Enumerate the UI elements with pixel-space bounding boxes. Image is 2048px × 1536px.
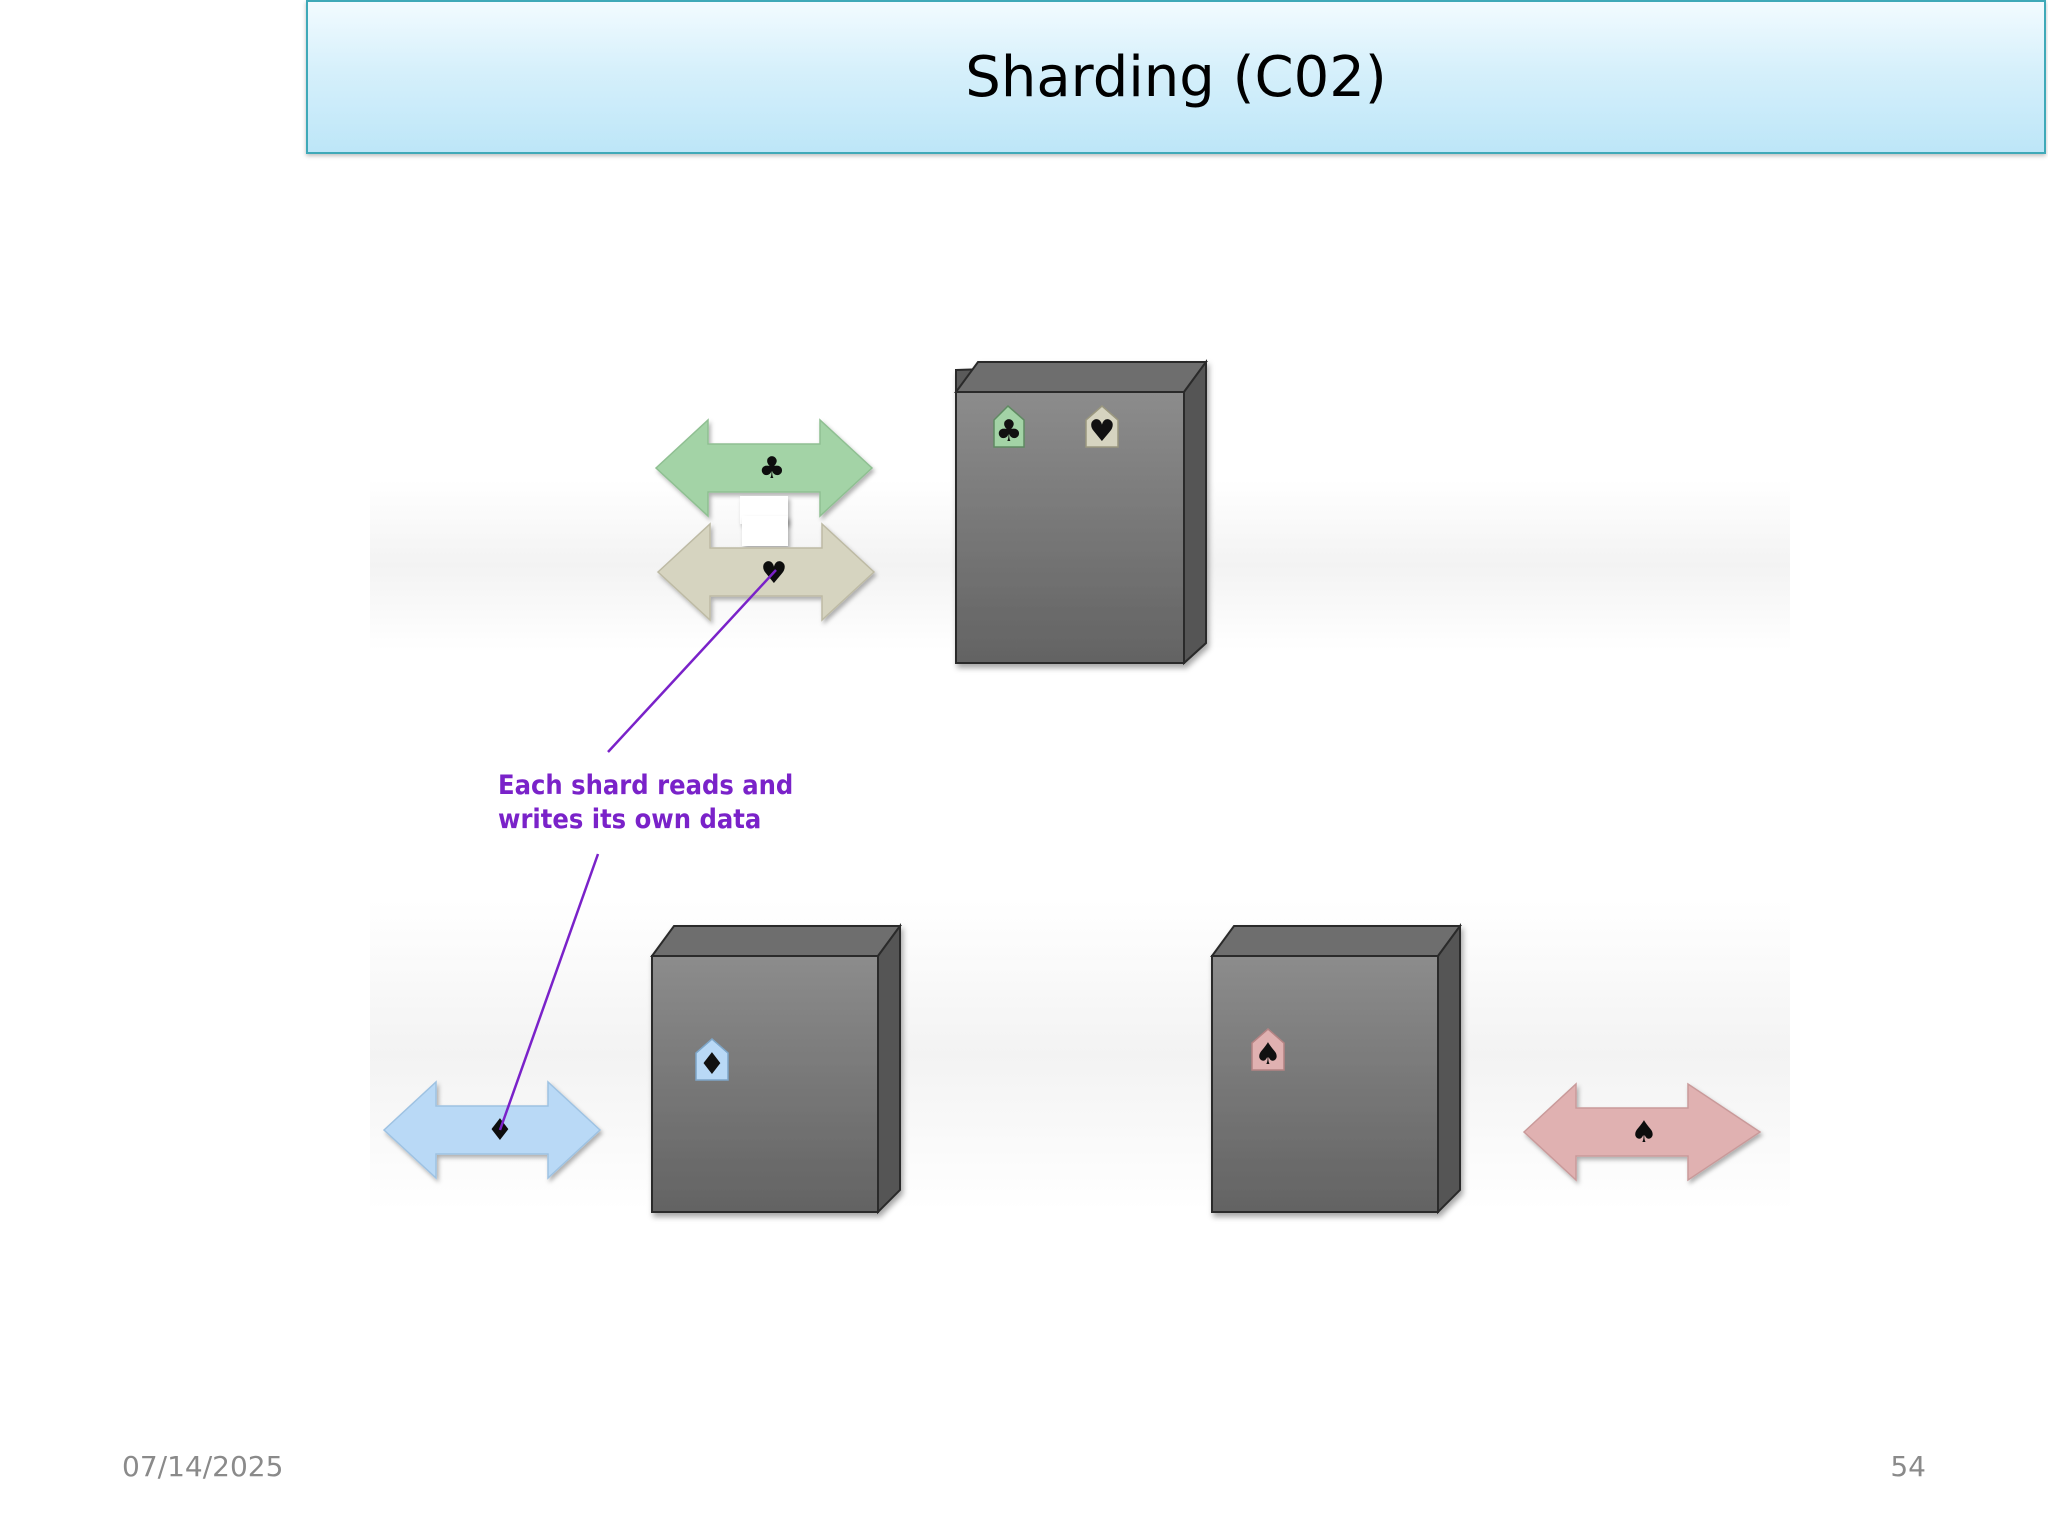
club-arrow-icon: ♣	[759, 451, 786, 486]
spade-icon: ♠	[1255, 1037, 1282, 1072]
server-top-club-badge: ♣	[993, 404, 1025, 449]
server-bottom-left	[650, 922, 902, 1215]
heart-icon: ♥	[1089, 414, 1116, 449]
diamond-icon: ♦	[699, 1047, 726, 1082]
diamond-arrow: ♦	[382, 1080, 602, 1180]
spade-arrow-icon: ♠	[1631, 1115, 1658, 1150]
annotation-line-top	[607, 569, 777, 753]
slide-date: 07/14/2025	[122, 1450, 284, 1483]
club-arrow: ♣	[654, 418, 874, 524]
club-icon: ♣	[996, 414, 1023, 449]
bottom-row-band	[370, 900, 1790, 1210]
server-top-heart-badge: ♥	[1085, 405, 1119, 449]
slide-title: Sharding (C02)	[965, 44, 1387, 110]
server-bottom-right	[1210, 922, 1462, 1215]
heart-arrow: ♥	[656, 516, 876, 622]
server-top	[954, 358, 1208, 666]
server-bottom-right-spade-badge: ♠	[1251, 1028, 1285, 1072]
annotation-text-line1: Each shard reads and	[498, 770, 793, 801]
spade-arrow: ♠	[1522, 1082, 1762, 1182]
slide-page-number: 54	[1890, 1450, 1926, 1483]
slide-title-bar: Sharding (C02)	[306, 0, 2046, 154]
server-bottom-left-diamond-badge: ♦	[695, 1038, 729, 1082]
annotation-text-line2: writes its own data	[498, 804, 761, 835]
diamond-arrow-icon: ♦	[487, 1113, 514, 1148]
sharding-diagram: ♣ ♥ ♣ ♥ ♦ ♦ ♠ ♠	[370, 358, 1790, 1215]
annotation-line-bottom	[498, 853, 600, 1131]
